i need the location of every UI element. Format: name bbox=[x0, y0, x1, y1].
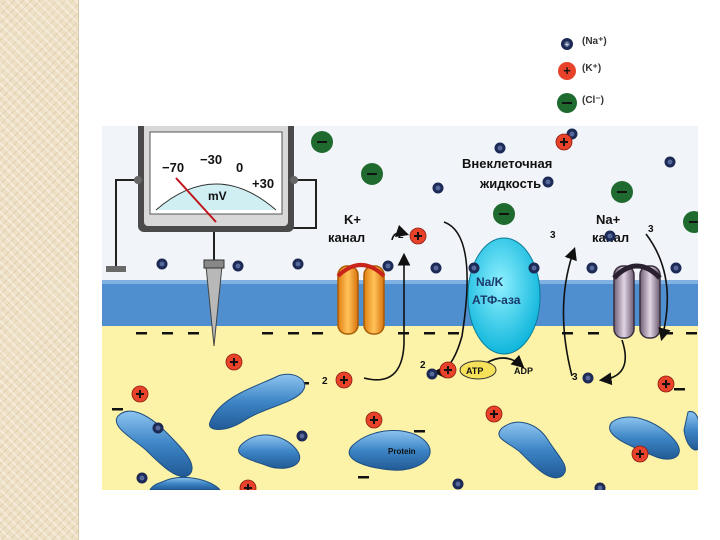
na-k-atpase-pump bbox=[467, 237, 541, 355]
voltmeter bbox=[134, 126, 298, 232]
sodium-ion bbox=[664, 156, 676, 168]
negative-charge bbox=[414, 430, 425, 433]
sodium-ion bbox=[586, 262, 598, 274]
svg-text:+: + bbox=[563, 63, 571, 78]
sodium-ion bbox=[382, 260, 394, 272]
na-channel-count: 3 bbox=[648, 224, 654, 235]
sodium-ion bbox=[494, 142, 506, 154]
sodium-ion bbox=[292, 258, 304, 270]
sodium-ion bbox=[452, 478, 464, 490]
sodium-ion bbox=[426, 368, 438, 380]
sodium-ion bbox=[594, 482, 606, 490]
sodium-ion bbox=[542, 176, 554, 188]
potassium-ion bbox=[485, 405, 503, 423]
voltmeter-terminal-right bbox=[290, 176, 298, 184]
potassium-ion-icon: + bbox=[558, 62, 576, 80]
potassium-ion bbox=[439, 361, 457, 379]
potassium-ion bbox=[335, 371, 353, 389]
k-channel-label-line2: канал bbox=[328, 230, 365, 245]
sodium-ion bbox=[468, 262, 480, 274]
decorative-side-strip bbox=[0, 0, 79, 540]
chloride-ion-icon bbox=[557, 93, 577, 113]
sodium-ion bbox=[604, 230, 616, 242]
potassium-ion bbox=[409, 227, 427, 245]
extracellular-label-line2: жидкость bbox=[479, 176, 541, 191]
potassium-ion bbox=[239, 479, 257, 490]
potassium-ion bbox=[631, 445, 649, 463]
pump-count-in-k: 2 bbox=[420, 360, 426, 371]
sodium-ion bbox=[232, 260, 244, 272]
negative-charge bbox=[588, 332, 599, 335]
k-inside-count: 2 bbox=[322, 376, 328, 387]
voltmeter-unit: mV bbox=[208, 189, 227, 203]
ground-electrode bbox=[106, 266, 126, 272]
pump-label-line1: Na/K bbox=[476, 275, 504, 289]
negative-charge bbox=[262, 332, 273, 335]
sodium-ion bbox=[296, 430, 308, 442]
sodium-ion bbox=[136, 472, 148, 484]
negative-charge bbox=[562, 332, 573, 335]
negative-charge bbox=[674, 388, 685, 391]
svg-text:+: + bbox=[565, 40, 570, 49]
pump-label-line2: АТФ-аза bbox=[472, 293, 521, 307]
ions bbox=[131, 128, 698, 490]
negative-charge bbox=[112, 408, 123, 411]
potassium-ion bbox=[131, 385, 149, 403]
atp-badge bbox=[459, 360, 497, 380]
potassium-ion bbox=[365, 411, 383, 429]
legend-label-potassium: (K⁺) bbox=[582, 63, 602, 74]
sodium-ion bbox=[156, 258, 168, 270]
legend-label-sodium: (Na⁺) bbox=[582, 36, 607, 47]
potassium-ion bbox=[225, 353, 243, 371]
negative-charge bbox=[312, 332, 323, 335]
k-channel-label-line1: K+ bbox=[344, 212, 361, 227]
sodium-ion bbox=[582, 372, 594, 384]
negative-charge bbox=[188, 332, 199, 335]
chloride-ion bbox=[493, 203, 515, 225]
ion-legend: + (Na⁺) + (K⁺) (Cl⁻) bbox=[0, 0, 720, 126]
negative-charge bbox=[662, 332, 673, 335]
pump-count-in-na: 3 bbox=[572, 372, 578, 383]
chloride-ion bbox=[361, 163, 383, 185]
voltmeter-tick-+30: +30 bbox=[252, 176, 274, 191]
negative-charge bbox=[162, 332, 173, 335]
voltmeter-wiring bbox=[115, 179, 317, 266]
membrane-potential-diagram: Внеклеточная жидкость −70 −30 0 +30 mV K… bbox=[102, 126, 698, 490]
adp-label: ADP bbox=[514, 366, 533, 376]
k-channel-count: 2 bbox=[398, 230, 404, 241]
negative-charge bbox=[288, 332, 299, 335]
atp-label: ATP bbox=[466, 366, 483, 376]
negative-charge bbox=[358, 476, 369, 479]
legend-label-chloride: (Cl⁻) bbox=[582, 95, 604, 106]
pump-count-out: 3 bbox=[550, 230, 556, 241]
negative-charge bbox=[136, 332, 147, 335]
chloride-ion bbox=[683, 211, 698, 233]
chloride-ion bbox=[611, 181, 633, 203]
voltmeter-tick--30: −30 bbox=[200, 152, 222, 167]
sodium-ion-icon: + bbox=[561, 38, 573, 50]
cell-membrane bbox=[102, 280, 698, 326]
chloride-ion bbox=[311, 131, 333, 153]
extracellular-label-line1: Внеклеточная bbox=[462, 156, 552, 171]
sodium-ion bbox=[430, 262, 442, 274]
potassium-ion bbox=[657, 375, 675, 393]
voltmeter-tick--70: −70 bbox=[162, 160, 184, 175]
voltmeter-needle bbox=[175, 177, 217, 223]
negative-charge bbox=[398, 332, 409, 335]
negative-charge bbox=[686, 332, 697, 335]
sodium-ion bbox=[528, 262, 540, 274]
negative-charge bbox=[448, 332, 459, 335]
sodium-ion bbox=[670, 262, 682, 274]
voltmeter-terminal-left bbox=[134, 176, 142, 184]
cytoplasmic-proteins bbox=[115, 373, 698, 490]
potassium-ion bbox=[555, 133, 573, 151]
sodium-ion bbox=[152, 422, 164, 434]
sodium-ion bbox=[432, 182, 444, 194]
protein-label: Protein bbox=[388, 447, 416, 456]
na-channel-label-line1: Na+ bbox=[596, 212, 621, 227]
na-channel bbox=[612, 263, 662, 339]
negative-charge bbox=[424, 332, 435, 335]
voltmeter-tick-0: 0 bbox=[236, 160, 243, 175]
k-channel bbox=[336, 263, 386, 335]
